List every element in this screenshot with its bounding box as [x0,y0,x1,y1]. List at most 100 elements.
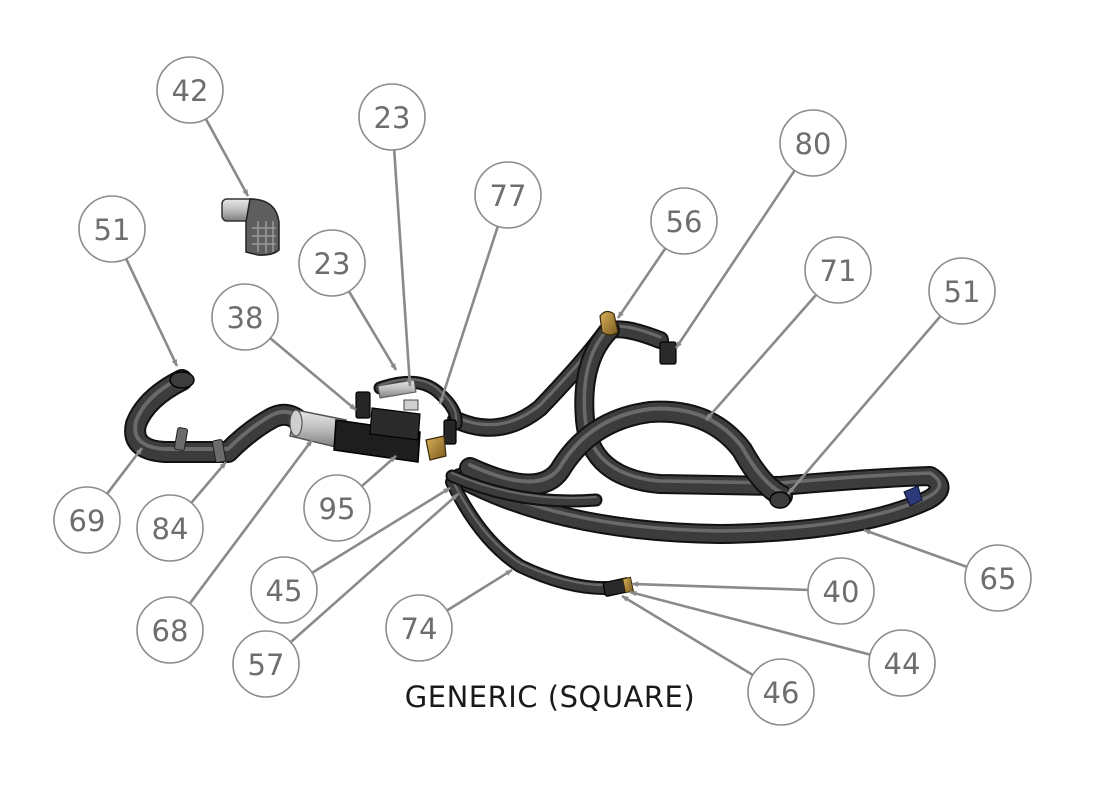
balloon-item-51: 51 [78,195,146,263]
leader-line [289,493,459,644]
balloon-item-42: 42 [156,56,224,124]
leader-line [311,486,451,574]
connector-block [333,379,457,463]
balloon-circle [928,257,996,325]
hose-end [769,491,791,509]
end-connector [659,341,677,365]
clamp [173,427,189,451]
balloon-circle [250,556,318,624]
hose-highlight [133,375,302,451]
balloon-number: 65 [980,562,1017,596]
balloon-item-77: 77 [474,161,542,229]
leader-line [616,247,667,319]
hose-end [169,371,195,389]
leader-line [269,337,357,411]
balloon-circle [358,83,426,151]
balloon-number: 77 [490,179,527,213]
balloon-number: 95 [319,492,356,526]
balloon-item-57: 57 [232,630,300,698]
balloon-item-45: 45 [250,556,318,624]
leader-line [863,528,968,569]
balloon-circle [807,557,875,625]
balloon-circle [78,195,146,263]
balloon-number: 51 [94,213,131,247]
balloon-circle [298,229,366,297]
leader-line [787,315,942,495]
balloon-item-80: 80 [779,109,847,177]
balloon-number: 71 [820,254,857,288]
balloon-circle [747,658,815,726]
balloon-number: 45 [266,574,303,608]
balloon-item-95: 95 [303,474,371,542]
hose-highlight [451,472,597,499]
balloon-circle [136,596,204,664]
balloon-item-56: 56 [650,187,718,255]
balloon-item-23: 23 [358,83,426,151]
balloon-number: 44 [884,647,921,681]
balloon-number: 84 [152,512,189,546]
balloon-item-71: 71 [804,236,872,304]
leader-line [188,439,314,605]
balloon-number: 69 [69,504,106,538]
balloon-item-23: 23 [298,229,366,297]
balloon-number: 38 [227,301,264,335]
balloon-circle [474,161,542,229]
hose-body [447,471,601,506]
leader-line [621,594,754,677]
hose-highlight [454,324,662,427]
balloon-item-68: 68 [136,596,204,664]
leader-line [392,149,413,387]
balloon-circle [385,594,453,662]
hose-highlight [468,406,784,495]
hose-assembly [124,320,950,596]
balloon-circle [804,236,872,304]
balloon-circle [232,630,300,698]
balloon-number: 56 [666,205,703,239]
balloon-item-74: 74 [385,594,453,662]
balloon-item-84: 84 [136,494,204,562]
balloon-circle [211,283,279,351]
leader-line [190,461,227,504]
balloon-number: 40 [823,575,860,609]
balloon-item-38: 38 [211,283,279,351]
leader-lines [105,118,968,677]
elbow-fitting [221,198,280,256]
item-balloons: 42 51 23 23 38 77 56 80 71 51 69 84 95 68 45 57 74 40 65 44… [53,56,1032,726]
balloon-circle [868,629,936,697]
diagram-caption: GENERIC (SQUARE) [404,680,696,714]
hose-body [447,477,617,594]
balloon-number: 23 [374,101,411,135]
leader-line [629,590,871,656]
balloon-circle [303,474,371,542]
balloon-number: 23 [314,247,351,281]
leader-line [124,258,179,367]
balloon-circle [53,486,121,554]
leader-line [105,447,144,495]
leader-line [347,290,398,371]
hose-body [449,322,667,435]
hose-highlight [379,378,458,422]
balloon-number: 68 [152,614,189,648]
leader-line [705,293,818,421]
brass-fitting [425,435,447,461]
leader-line [446,568,513,612]
balloon-item-40: 40 [807,557,875,625]
leader-line [360,455,397,488]
balloon-circle [650,187,718,255]
balloon-circle [779,109,847,177]
balloon-item-65: 65 [964,544,1032,612]
balloon-circle [136,494,204,562]
leader-line [631,581,809,592]
balloon-circle [156,56,224,124]
balloon-number: 51 [944,275,981,309]
balloon-number: 46 [763,676,800,710]
leader-line [438,225,500,405]
balloon-item-51: 51 [928,257,996,325]
leader-line [674,169,796,349]
balloon-number: 74 [401,612,438,646]
balloon-item-46: 46 [747,658,815,726]
leader-line [204,118,250,197]
balloon-number: 57 [248,648,285,682]
balloon-number: 42 [172,74,209,108]
